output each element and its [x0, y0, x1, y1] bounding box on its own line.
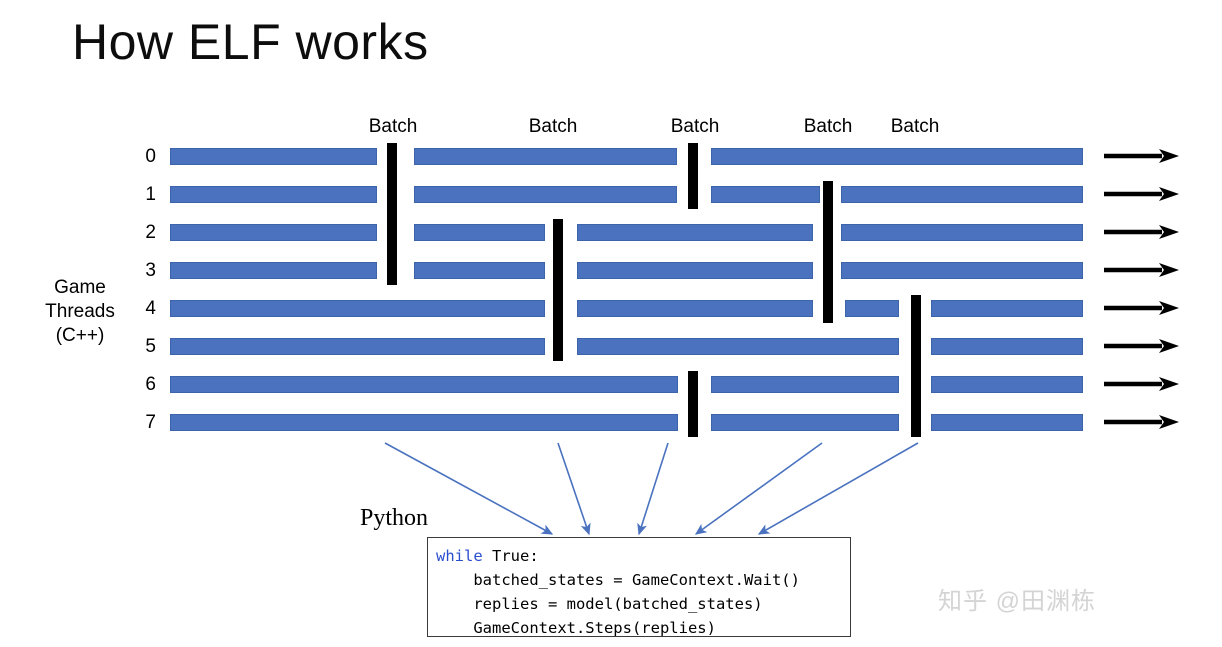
- game-threads-label-line1: Game: [54, 277, 106, 298]
- thread-bar-row7: [931, 414, 1083, 431]
- batch-separator-1: [553, 219, 563, 361]
- code-line-0: while True:: [436, 544, 850, 568]
- watermark: 知乎 @田渊栋: [938, 588, 1097, 615]
- batch-separator-2: [688, 143, 698, 209]
- batch-label-4: Batch: [890, 116, 940, 137]
- thread-bar-row1: [170, 186, 377, 203]
- thread-bar-row1: [414, 186, 677, 203]
- thread-bar-row3: [577, 262, 813, 279]
- thread-index-1: 1: [145, 184, 156, 205]
- thread-bar-row4: [577, 300, 813, 317]
- code-keyword: while: [436, 547, 483, 565]
- thread-index-7: 7: [145, 412, 156, 433]
- thread-bar-row3: [170, 262, 377, 279]
- thread-bar-row4: [845, 300, 899, 317]
- row-arrow-7: [1104, 415, 1179, 429]
- batch-label-0: Batch: [368, 116, 418, 137]
- thread-bar-row3: [414, 262, 545, 279]
- thread-bar-row2: [841, 224, 1083, 241]
- thread-bar-row7: [170, 414, 678, 431]
- code-text: GameContext.Steps(replies): [436, 619, 716, 637]
- row-arrow-6: [1104, 377, 1179, 391]
- row-arrow-2: [1104, 225, 1179, 239]
- thread-bar-row1: [711, 186, 820, 203]
- connector-arrow-3: [694, 442, 823, 535]
- thread-index-6: 6: [145, 374, 156, 395]
- code-line-3: GameContext.Steps(replies): [436, 616, 850, 640]
- code-line-2: replies = model(batched_states): [436, 592, 850, 616]
- python-label: Python: [360, 505, 429, 531]
- thread-bar-row3: [841, 262, 1083, 279]
- thread-bar-row6: [170, 376, 678, 393]
- game-threads-label-line3: (C++): [55, 325, 105, 346]
- code-text: True:: [482, 547, 539, 565]
- thread-bar-row1: [841, 186, 1083, 203]
- batch-label-2: Batch: [670, 116, 720, 137]
- row-arrow-1: [1104, 187, 1179, 201]
- thread-bar-row6: [931, 376, 1083, 393]
- thread-bar-row7: [711, 414, 899, 431]
- thread-bar-row0: [414, 148, 677, 165]
- batch-separator-4: [823, 181, 833, 323]
- row-arrow-4: [1104, 301, 1179, 315]
- code-text: batched_states = GameContext.Wait(): [436, 571, 800, 589]
- batch-separator-3: [688, 371, 698, 437]
- code-line-1: batched_states = GameContext.Wait(): [436, 568, 850, 592]
- thread-bar-row5: [577, 338, 899, 355]
- code-text: replies = model(batched_states): [436, 595, 763, 613]
- connector-arrow-2: [637, 442, 669, 536]
- thread-bar-row2: [414, 224, 545, 241]
- thread-bar-row2: [170, 224, 377, 241]
- thread-bar-row5: [170, 338, 545, 355]
- thread-index-5: 5: [145, 336, 156, 357]
- connector-arrow-1: [557, 442, 591, 536]
- thread-index-0: 0: [145, 146, 156, 167]
- thread-index-3: 3: [145, 260, 156, 281]
- connector-arrow-4: [757, 442, 919, 535]
- thread-bar-row6: [711, 376, 899, 393]
- thread-index-2: 2: [145, 222, 156, 243]
- page-title: How ELF works: [72, 14, 429, 70]
- row-arrow-5: [1104, 339, 1179, 353]
- thread-bar-row5: [931, 338, 1083, 355]
- batch-separator-0: [387, 143, 397, 285]
- row-arrow-3: [1104, 263, 1179, 277]
- thread-bar-row2: [577, 224, 813, 241]
- game-threads-label-line2: Threads: [45, 301, 115, 322]
- thread-index-4: 4: [145, 298, 156, 319]
- thread-bar-row0: [170, 148, 377, 165]
- thread-bar-row4: [170, 300, 545, 317]
- python-code-block: while True: batched_states = GameContext…: [427, 537, 851, 637]
- thread-bar-row4: [931, 300, 1083, 317]
- batch-separator-5: [911, 295, 921, 437]
- row-arrow-0: [1104, 149, 1179, 163]
- batch-label-1: Batch: [528, 116, 578, 137]
- batch-label-3: Batch: [803, 116, 853, 137]
- game-threads-label: Game Threads (C++): [28, 276, 132, 348]
- thread-bar-row0: [711, 148, 1083, 165]
